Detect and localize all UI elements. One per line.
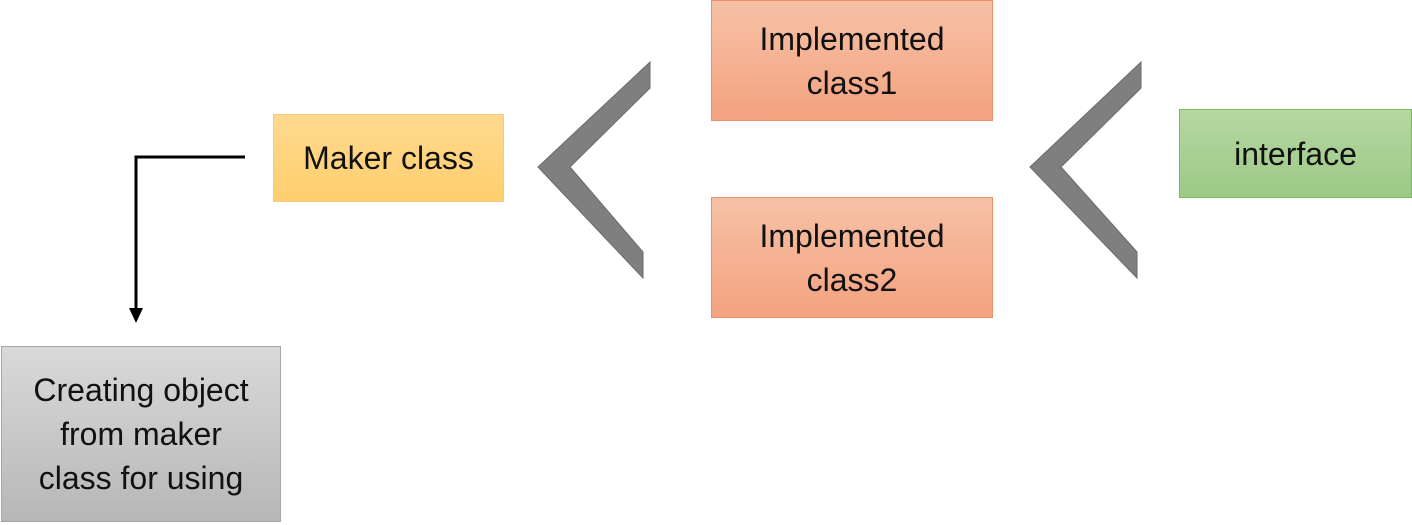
connector-arrow-line [134, 155, 245, 312]
creating-object-label: Creating object from maker class for usi… [33, 372, 249, 496]
chevron-left-icon [537, 60, 651, 280]
interface-label: interface [1234, 135, 1357, 172]
implemented-class1-box: Implemented class1 [711, 0, 993, 121]
implemented-class2-box: Implemented class2 [711, 197, 993, 318]
interface-box: interface [1179, 109, 1412, 198]
arrowhead [129, 308, 143, 323]
implemented-class1-label: Implemented class1 [759, 20, 945, 101]
maker-class-label: Maker class [303, 140, 474, 176]
maker-class-box: Maker class [273, 114, 504, 202]
chevron-left-icon [1029, 60, 1142, 280]
creating-object-box: Creating object from maker class for usi… [1, 346, 281, 522]
implemented-class2-label: Implemented class2 [759, 217, 945, 298]
